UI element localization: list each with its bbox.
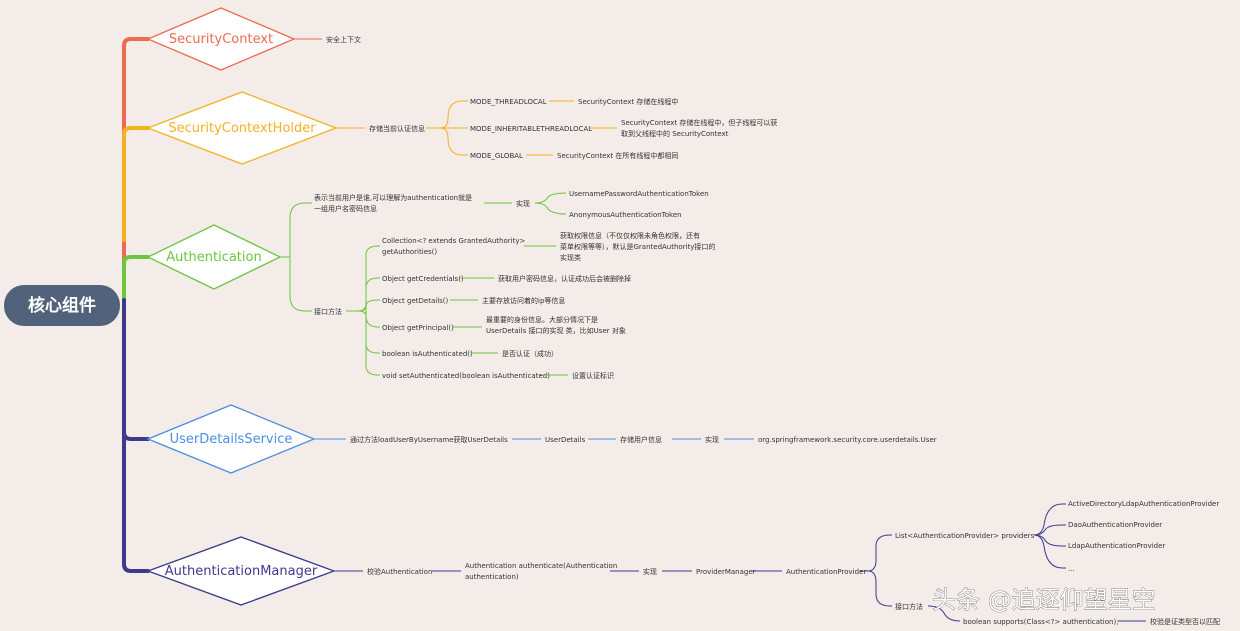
userdetailsservice-desc: 通过方法loadUserByUsername获取UserDetails <box>350 435 508 444</box>
authentication-desc-2: 一组用户名密码信息 <box>314 204 377 213</box>
providers-list: List<AuthenticationProvider> providers <box>895 532 1035 540</box>
authenticationmanager-impl-label: 实现 <box>643 567 657 576</box>
method-setauthenticated-desc: 设置认证标识 <box>572 371 614 380</box>
authentication-methods-label: 接口方法 <box>314 307 342 316</box>
method-getdetails: Object getDetails() <box>382 297 449 305</box>
userdetails-impl-class: org.springframework.security.core.userde… <box>758 436 937 444</box>
userdetails-store: 存储用户信息 <box>620 435 662 444</box>
securitycontext-label: SecurityContext <box>169 32 273 47</box>
method-isauthenticated-desc: 是否认证（成功） <box>502 349 558 358</box>
mode-threadlocal: MODE_THREADLOCAL <box>470 98 547 106</box>
branch-userdetailsservice: UserDetailsService 通过方法loadUserByUsernam… <box>146 404 937 474</box>
branch-authentication: Authentication 表示当前用户是谁,可以理解为authenticat… <box>146 190 715 380</box>
method-supports-desc: 校验是证类型否以匹配 <box>1150 617 1220 626</box>
branch-securitycontext: SecurityContext 安全上下文 <box>146 7 361 71</box>
authenticationmanager-desc: 校验Authentication <box>367 567 432 576</box>
userdetailsservice-impl-label: 实现 <box>705 435 719 444</box>
userdetailsservice-label: UserDetailsService <box>170 432 293 447</box>
provider-ldap: LdapAuthenticationProvider <box>1068 542 1165 550</box>
mode-global: MODE_GLOBAL <box>470 152 523 160</box>
method-getauthorities-1: Collection<? extends GrantedAuthority> <box>382 237 525 245</box>
authenticate-method-1: Authentication authenticate(Authenticati… <box>465 562 617 570</box>
method-getprincipal-desc-1: 最重要的身份信息。大部分情况下是 <box>486 315 598 324</box>
impl-anonymous: AnonymousAuthenticationToken <box>569 211 682 219</box>
method-getauthorities-desc-1: 获取权限信息（不仅仅权限未角色权限，还有 <box>560 231 700 240</box>
authentication-label: Authentication <box>166 250 261 265</box>
authentication-desc-1: 表示当前用户是谁,可以理解为authentication就是 <box>314 193 472 202</box>
method-getcredentials: Object getCredentials() <box>382 275 464 283</box>
authenticationmanager-methods-label: 接口方法 <box>895 602 923 611</box>
method-setauthenticated: void setAuthenticated(boolean isAuthenti… <box>382 372 550 380</box>
securitycontextholder-desc: 存储当前认证信息 <box>369 124 425 133</box>
method-getdetails-desc: 主要存放访问着的ip等信息 <box>482 296 565 305</box>
method-getauthorities-desc-2: 菜单权限等等），默认是GrantedAuthority接口的 <box>560 242 715 251</box>
provider-dao: DaoAuthenticationProvider <box>1068 521 1162 529</box>
securitycontextholder-label: SecurityContextHolder <box>168 121 316 136</box>
method-isauthenticated: boolean isAuthenticated() <box>382 350 473 358</box>
branch-securitycontextholder: SecurityContextHolder 存储当前认证信息 MODE_THRE… <box>146 91 777 165</box>
method-getauthorities-desc-3: 实现类 <box>560 253 581 262</box>
provider-more: ... <box>1068 565 1075 573</box>
userdetails: UserDetails <box>545 436 586 444</box>
method-getprincipal-desc-2: UserDetails 接口的实现 类，比如User 对象 <box>486 326 626 335</box>
trunk <box>122 37 150 573</box>
mode-inheritable: MODE_INHERITABLETHREADLOCAL <box>470 125 592 133</box>
impl-usernamepassword: UsernamePasswordAuthenticationToken <box>569 190 709 198</box>
provider-activedirectory: ActiveDirectoryLdapAuthenticationProvide… <box>1068 500 1219 508</box>
root-label: 核心组件 <box>28 295 96 316</box>
mode-global-desc: SecurityContext 在所有线程中都相同 <box>557 151 678 160</box>
mode-inheritable-desc-2: 取到父线程中的 SecurityContext <box>621 129 729 138</box>
authenticate-method-2: authentication) <box>465 573 519 581</box>
mode-inheritable-desc-1: SecurityContext 存储在线程中，但子线程可以获 <box>621 118 777 127</box>
branch-authenticationmanager: AuthenticationManager 校验Authentication A… <box>146 500 1220 626</box>
method-getauthorities-2: getAuthorities() <box>382 248 437 256</box>
method-supports: boolean supports(Class<?> authentication… <box>963 618 1119 626</box>
authenticationmanager-label: AuthenticationManager <box>165 564 318 579</box>
root-node[interactable]: 核心组件 <box>4 285 120 326</box>
watermark: 头条 @追逐仰望星空 <box>932 586 1156 614</box>
authenticationprovider: AuthenticationProvider <box>786 568 866 576</box>
securitycontext-desc: 安全上下文 <box>326 35 361 44</box>
method-getcredentials-desc: 获取用户密码信息，认证成功后会被删除掉 <box>498 274 631 283</box>
root-shape <box>4 285 120 326</box>
mode-threadlocal-desc: SecurityContext 存储在线程中 <box>578 97 678 106</box>
authentication-impl-label: 实现 <box>516 199 530 208</box>
method-getprincipal: Object getPrincipal() <box>382 324 454 332</box>
providermanager: ProviderManager <box>696 568 756 576</box>
